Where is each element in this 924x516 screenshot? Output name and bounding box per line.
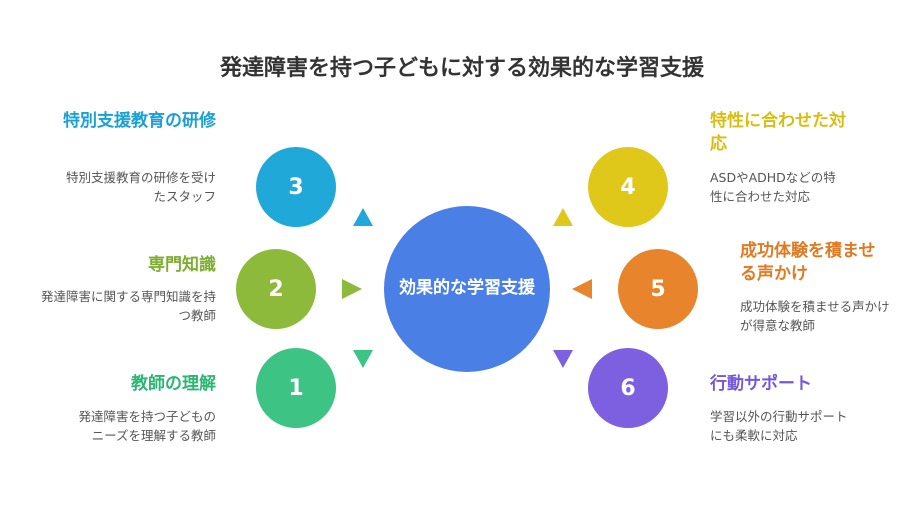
node-3-circle: 3 xyxy=(256,147,336,227)
node-4-heading: 特性に合わせた対応 xyxy=(710,111,846,154)
diagram-title: 発達障害を持つ子どもに対する効果的な学習支援 xyxy=(219,56,704,81)
arrow-3-icon xyxy=(353,208,373,226)
node-1-circle: 1 xyxy=(256,348,336,428)
node-6-heading: 行動サポート xyxy=(710,374,812,394)
arrow-2-icon xyxy=(342,279,362,299)
arrow-1-icon xyxy=(353,350,373,368)
node-4-description: ASDやADHDなどの特性に合わせた対応 xyxy=(710,170,836,205)
node-1-description: 発達障害を持つ子どものニーズを理解する教師 xyxy=(78,409,216,444)
node-5-circle: 5 xyxy=(618,249,698,329)
node-2-heading: 専門知識 xyxy=(148,255,216,275)
node-5-description: 成功体験を積ませる声かけが得意な教師 xyxy=(740,299,890,334)
node-6-description: 学習以外の行動サポートにも柔軟に対応 xyxy=(710,409,848,444)
node-3-description: 特別支援教育の研修を受けたスタッフ xyxy=(66,170,217,205)
node-6-circle: 6 xyxy=(588,348,668,428)
node-4-circle: 4 xyxy=(588,147,668,227)
center-node: 効果的な学習支援 xyxy=(384,206,550,372)
node-2-description: 発達障害に関する専門知識を持つ教師 xyxy=(40,289,216,324)
node-3-heading: 特別支援教育の研修 xyxy=(63,111,216,131)
node-5-heading: 成功体験を積ませる声かけ xyxy=(740,241,876,284)
node-2-circle: 2 xyxy=(236,249,316,329)
arrow-6-icon xyxy=(553,350,573,368)
node-1-heading: 教師の理解 xyxy=(131,374,216,394)
arrow-4-icon xyxy=(553,208,573,226)
arrow-5-icon xyxy=(572,279,592,299)
